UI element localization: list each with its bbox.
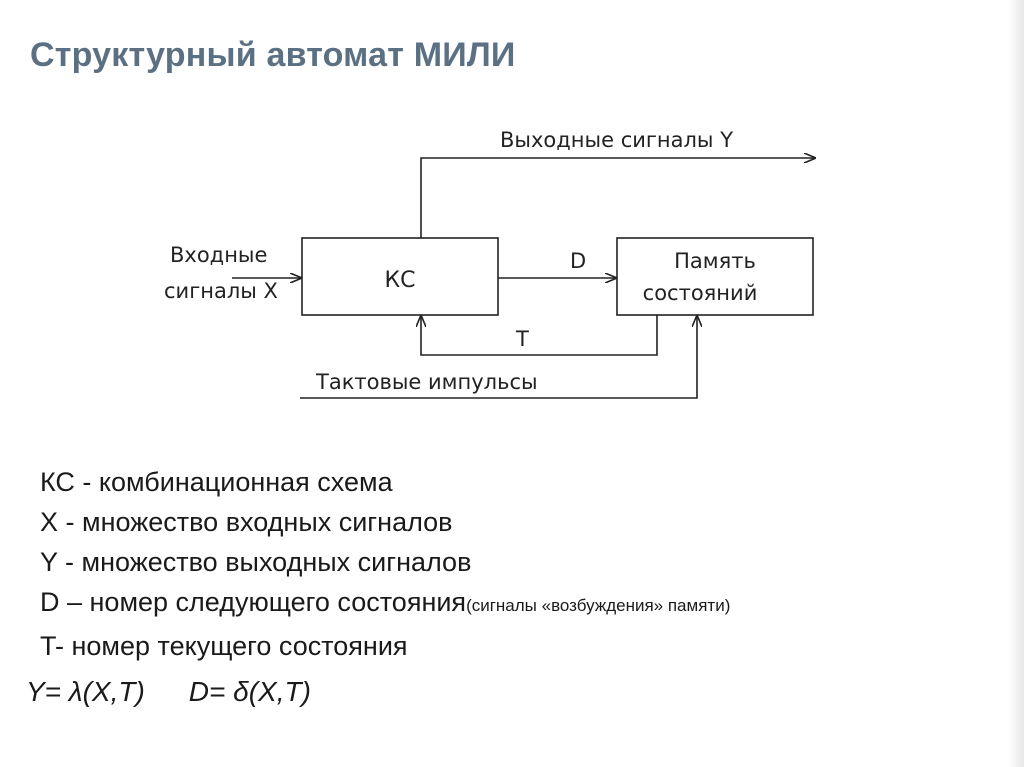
memory-block (616, 237, 814, 316)
t-feedback-label: T (515, 327, 529, 351)
clock-pulse-label: Тактовые импульсы (315, 370, 538, 394)
legend-item-d: D – номер следующего состояния(сигналы «… (40, 582, 730, 626)
legend-item-text: КС - комбинационная схема (40, 467, 393, 497)
input-signal-label-line1: Входные (170, 243, 267, 267)
legend-item-text: Y - множество выходных сигналов (40, 547, 472, 577)
memory-block-label-line1: Память (674, 249, 756, 273)
input-signal-label-line2: сигналы X (164, 279, 278, 303)
legend-item-ks: КС - комбинационная схема (40, 462, 730, 502)
legend-item-x: X - множество входных сигналов (40, 502, 730, 542)
mealy-automaton-diagram: КС Память состояний Выходные сигналы Y В… (164, 128, 1024, 399)
legend-item-text: X - множество входных сигналов (40, 507, 453, 537)
d-signal-label: D (570, 249, 586, 273)
output-signal-label: Выходные сигналы Y (500, 128, 733, 152)
legend-list: КС - комбинационная схема X - множество … (40, 462, 730, 666)
legend-item-t: T- номер текущего состояния (40, 626, 730, 666)
formulas: Y= λ(X,T) D= δ(X,T) (26, 676, 311, 708)
ks-block (301, 237, 499, 316)
slide-edge-shadow (1008, 0, 1024, 767)
ks-block-label: КС (385, 268, 416, 293)
page-title: Структурный автомат МИЛИ (30, 36, 516, 74)
formula-y: Y= λ(X,T) (26, 676, 145, 707)
memory-block-label-line2: состояний (643, 281, 758, 305)
legend-item-text: T- номер текущего состояния (40, 631, 408, 661)
formula-d: D= δ(X,T) (188, 676, 311, 707)
t-feedback-line (421, 315, 658, 356)
legend-item-text: D – номер следующего состояния (40, 587, 467, 617)
clock-pulse-line (300, 316, 697, 399)
output-signal-line (420, 158, 815, 238)
legend-item-note: (сигналы «возбуждения» памяти) (466, 596, 731, 615)
legend-item-y: Y - множество выходных сигналов (40, 542, 730, 582)
